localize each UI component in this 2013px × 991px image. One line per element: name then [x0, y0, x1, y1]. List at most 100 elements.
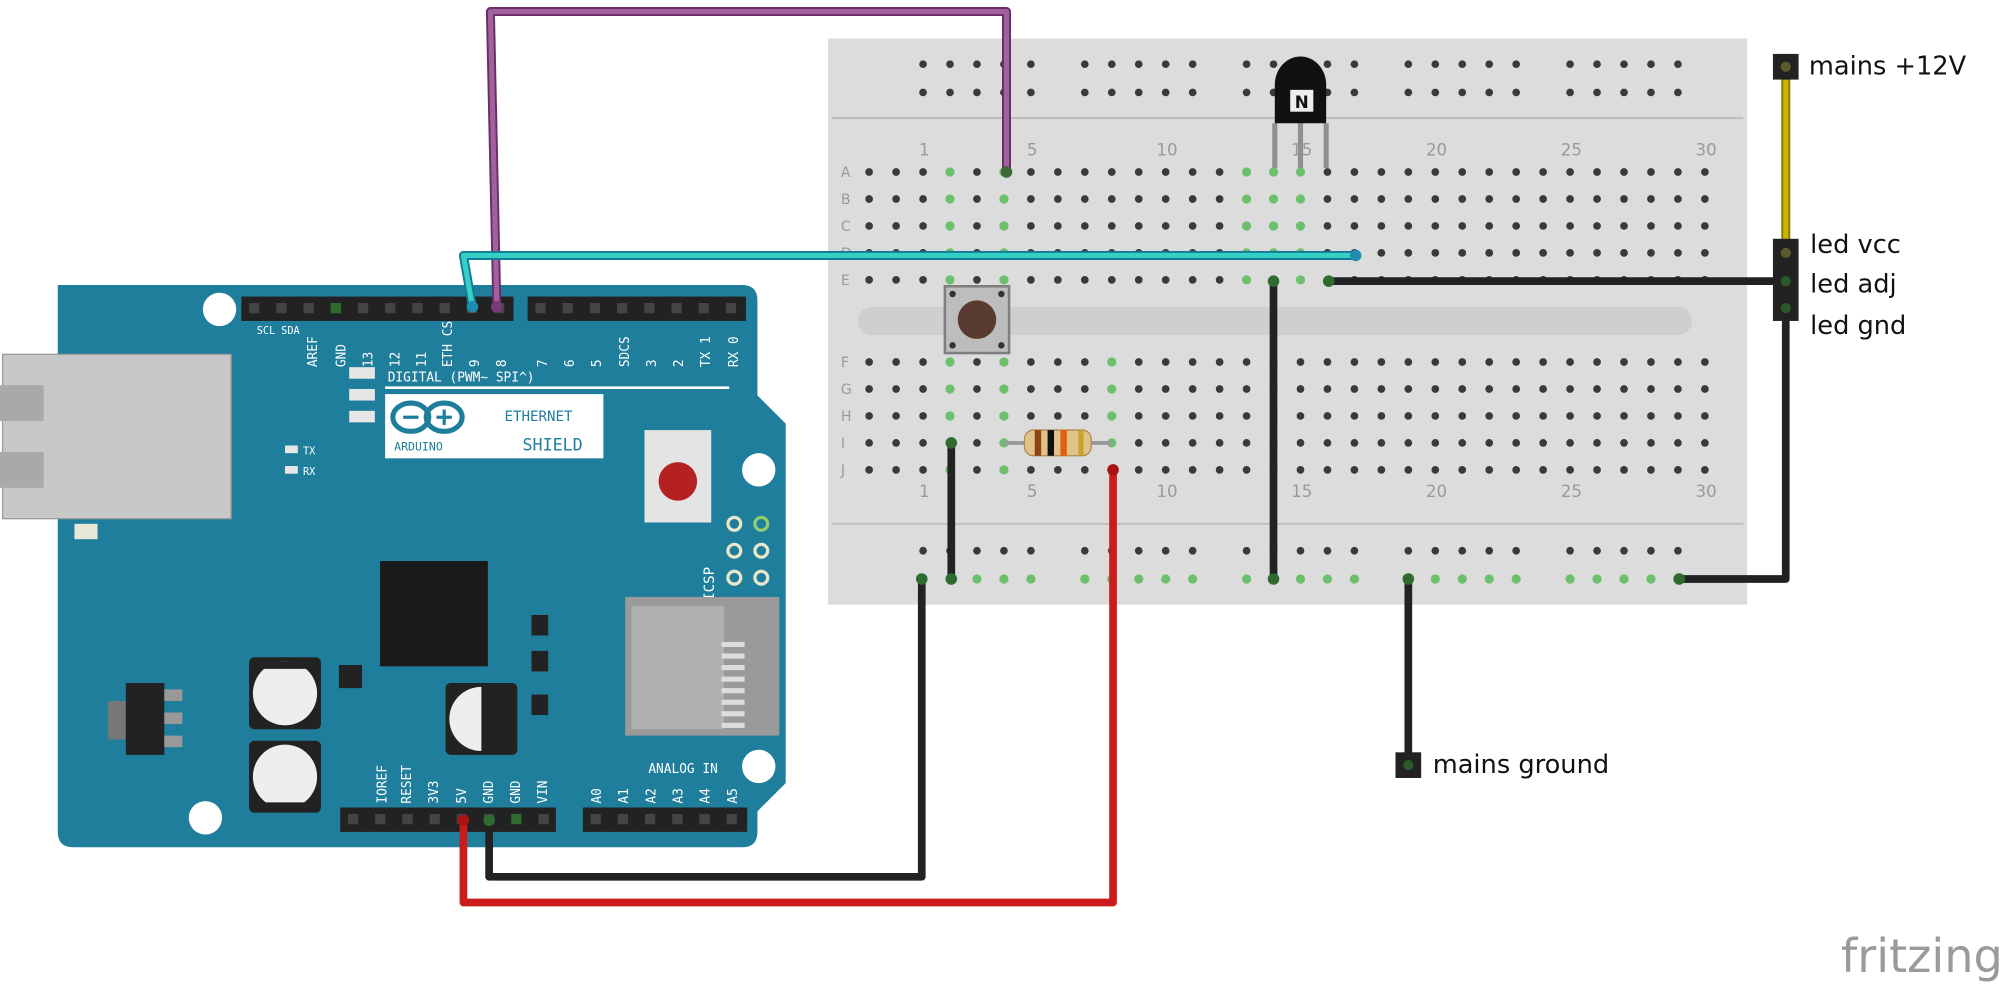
breadboard-hole	[999, 411, 1009, 421]
rail-hole	[1107, 60, 1116, 69]
breadboard-hole	[1458, 466, 1467, 474]
breadboard-hole	[1701, 412, 1709, 420]
row-letter: A	[841, 165, 851, 181]
breadboard-hole	[1053, 358, 1062, 366]
breadboard-hole	[945, 275, 955, 285]
rail-hole	[1323, 546, 1332, 555]
column-number: 25	[1561, 482, 1582, 501]
rail-hole	[1593, 60, 1601, 69]
breadboard-hole	[1295, 194, 1306, 204]
breadboard-hole	[1593, 412, 1601, 420]
header-pin	[412, 302, 423, 314]
breadboard-hole	[1620, 195, 1628, 203]
rail-hole	[1620, 60, 1628, 69]
breadboard-hole	[1107, 276, 1116, 284]
rail-hole	[919, 60, 927, 69]
digital-header-label: DIGITAL (PWM~ SPI^)	[388, 370, 535, 385]
wire-end	[1267, 275, 1280, 287]
breadboard-hole	[1323, 222, 1332, 230]
rail-hole	[1566, 60, 1574, 69]
breadboard-hole	[1107, 195, 1116, 203]
shield-title-2: SHIELD	[523, 436, 583, 455]
breadboard-hole	[1431, 358, 1440, 366]
breadboard-hole	[973, 195, 981, 203]
breadboard-hole	[1404, 249, 1413, 257]
mounting-hole	[188, 801, 223, 835]
breadboard-hole	[865, 358, 873, 366]
breadboard-hole	[1188, 412, 1197, 420]
rail-hole	[1269, 60, 1278, 69]
column-number: 15	[1291, 482, 1312, 501]
breadboard-hole	[892, 358, 900, 366]
breadboard-hole	[1377, 466, 1386, 474]
breadboard-hole	[919, 466, 927, 474]
breadboard-hole	[892, 195, 900, 203]
rail-hole	[1511, 574, 1521, 584]
breadboard-hole	[1053, 195, 1062, 203]
rail-hole	[1242, 88, 1251, 97]
breadboard-hole	[1268, 167, 1279, 177]
breadboard-hole	[1377, 195, 1386, 203]
breadboard-hole	[1053, 385, 1062, 393]
jack-led	[74, 523, 98, 540]
breadboard-hole	[1080, 385, 1089, 393]
breadboard-hole	[1134, 195, 1143, 203]
rail-hole	[1161, 60, 1170, 69]
rail-hole	[1161, 546, 1170, 555]
breadboard-hole	[865, 168, 873, 176]
breadboard-hole	[1188, 276, 1197, 284]
rail-hole	[1566, 546, 1574, 555]
breadboard-hole	[865, 276, 873, 284]
capacitor	[445, 682, 518, 755]
breadboard-hole	[973, 168, 981, 176]
capacitor	[249, 657, 321, 730]
breadboard-hole	[1674, 195, 1682, 203]
breadboard-hole	[892, 222, 900, 230]
wire-end	[1000, 166, 1013, 178]
breadboard-hole	[1431, 249, 1440, 257]
breadboard-hole	[1242, 412, 1251, 420]
smd-parts	[338, 614, 549, 716]
breadboard-hole	[1647, 195, 1655, 203]
breadboard-hole	[1377, 249, 1386, 257]
breadboard-hole	[1188, 385, 1197, 393]
digital-pin-label: 7	[536, 359, 551, 367]
row-letter: H	[841, 409, 852, 425]
led-indicator	[349, 388, 375, 401]
breadboard-hole	[1215, 195, 1224, 203]
digital-pin-label: 12	[388, 352, 403, 367]
breadboard-hole	[1458, 358, 1467, 366]
breadboard-hole	[973, 466, 981, 474]
digital-pin-label: 5	[590, 359, 605, 367]
column-number: 5	[1027, 140, 1038, 159]
breadboard-hole	[973, 276, 981, 284]
rail-hole	[1323, 60, 1332, 69]
header-pin	[375, 813, 386, 825]
breadboard-hole	[1593, 439, 1601, 447]
breadboard-hole	[1107, 411, 1117, 421]
rail-hole	[1485, 88, 1494, 97]
rail-hole	[1188, 546, 1197, 555]
breadboard-hole	[973, 222, 981, 230]
mounting-hole	[742, 453, 776, 487]
header-pin	[385, 302, 396, 314]
breadboard-hole	[1485, 412, 1494, 420]
breadboard-hole	[1350, 195, 1359, 203]
sd-contact	[721, 641, 745, 648]
sd-contact	[721, 653, 745, 659]
breadboard-hole	[1566, 222, 1574, 230]
breadboard-hole	[1593, 358, 1601, 366]
digital-pin-label: SDA	[281, 325, 300, 337]
digital-pin-label: RX 0	[727, 336, 742, 367]
header-pin	[644, 302, 655, 314]
column-number: 10	[1156, 482, 1177, 501]
wire-black-ledgnd	[1679, 308, 1790, 583]
breadboard-hole	[1134, 466, 1143, 474]
breadboard-hole	[1539, 466, 1547, 474]
breadboard-hole	[919, 276, 927, 284]
transistor: N	[1272, 56, 1329, 169]
breadboard-hole	[1053, 276, 1062, 284]
breadboard-hole	[1134, 222, 1143, 230]
digital-pin-label: 11	[415, 352, 430, 367]
